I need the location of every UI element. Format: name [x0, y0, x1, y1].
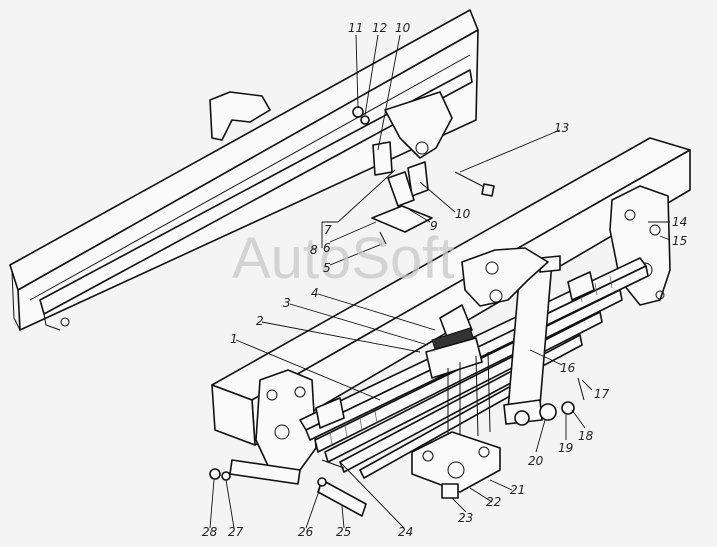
spring-pad [425, 304, 483, 379]
callout-21: 21 [510, 483, 525, 497]
callout-11: 11 [348, 21, 363, 35]
callout-19: 19 [558, 441, 573, 455]
callout-15: 15 [672, 234, 687, 248]
u-bolts [411, 351, 501, 493]
callout-2: 2 [256, 314, 264, 328]
callout-numbers: 1 2 3 4 5 6 7 8 9 10 10 11 12 13 14 15 1… [202, 21, 687, 539]
callout-3: 3 [283, 296, 291, 310]
loose-hardware [209, 106, 585, 517]
callout-8: 8 [310, 243, 318, 257]
callout-17: 17 [594, 387, 610, 401]
callout-1: 1 [230, 332, 238, 346]
spring-hanger-front [229, 369, 317, 485]
shock-bracket [461, 247, 549, 307]
callout-24: 24 [398, 525, 413, 539]
callout-27: 27 [228, 525, 244, 539]
callout-20: 20 [528, 454, 544, 468]
watermark-text: AutoSoft [232, 226, 454, 291]
callout-25: 25 [336, 525, 351, 539]
shock-absorber [503, 255, 561, 426]
callout-10-top: 10 [395, 21, 411, 35]
callout-28: 28 [202, 525, 218, 539]
frame-rail-upper [9, 9, 479, 331]
callout-12: 12 [372, 21, 387, 35]
callout-26: 26 [298, 525, 314, 539]
callout-6: 6 [323, 241, 331, 255]
callout-9: 9 [430, 219, 438, 233]
callout-16: 16 [560, 361, 576, 375]
callout-13: 13 [554, 121, 569, 135]
callout-7: 7 [324, 223, 332, 237]
callout-14: 14 [672, 215, 687, 229]
callout-4: 4 [311, 286, 319, 300]
callout-23: 23 [458, 511, 473, 525]
callout-10-lower: 10 [455, 207, 471, 221]
callout-5: 5 [323, 261, 331, 275]
callout-22: 22 [486, 495, 501, 509]
frame-bracket-upper [209, 91, 453, 159]
callout-18: 18 [578, 429, 594, 443]
leader-lines [209, 34, 671, 529]
